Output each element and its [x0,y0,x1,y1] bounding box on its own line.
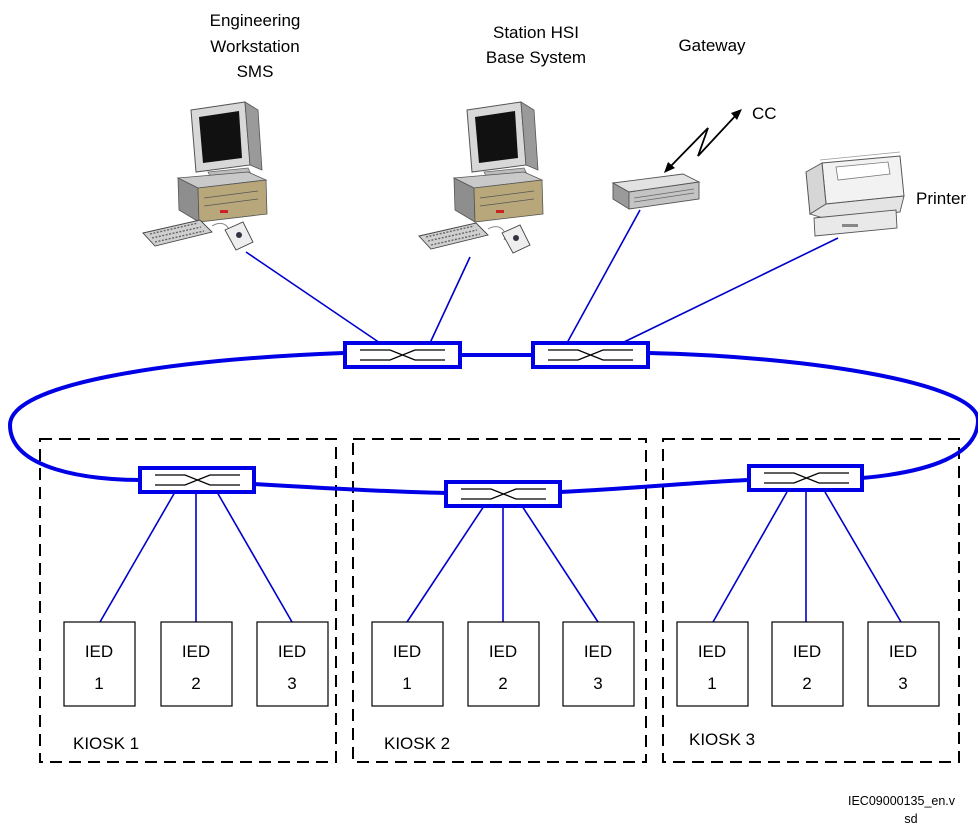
ied-box [467,621,540,707]
link-workstation [245,251,381,344]
ied-box [676,621,749,707]
ied-box [371,621,444,707]
ied-box [562,621,635,707]
ied-number: 2 [498,674,507,693]
engineering-workstation-label: Engineering Workstation SMS [210,11,301,81]
station-hsi-label-line-1: Station HSI [493,23,579,42]
ied-label: IED [85,642,113,661]
printer-icon [805,151,905,237]
kiosk-1-links [99,491,293,623]
ied-number: 3 [898,674,907,693]
link-gateway [566,209,641,344]
ied-number: 2 [191,674,200,693]
kiosk-3-ieds: IED 1 IED 2 IED 3 [676,621,940,707]
network-ring-bottom-left [253,482,447,495]
station-hsi-icon [418,101,544,254]
switch-top-right [531,341,650,369]
engineering-workstation-icon [142,101,268,251]
kiosk-3-box [662,438,960,763]
ied-number: 1 [94,674,103,693]
switch-kiosk-1 [138,466,256,494]
ied-number: 3 [593,674,602,693]
cc-label: CC [752,104,777,123]
ied-label: IED [182,642,210,661]
kiosk-2-label: KIOSK 2 [384,734,450,753]
engineering-workstation-label-line-2: Workstation [210,37,299,56]
switch-kiosk-2 [444,480,562,508]
link-hsi [429,256,471,344]
kiosk-3-label: KIOSK 3 [689,730,755,749]
ied-box [160,621,233,707]
printer-label: Printer [916,189,966,208]
ied-number: 3 [287,674,296,693]
switch-top-left [343,341,462,369]
kiosk-1-box [39,438,337,763]
engineering-workstation-label-line-1: Engineering [210,11,301,30]
ied-number: 2 [802,674,811,693]
ied-label: IED [584,642,612,661]
ied-label: IED [793,642,821,661]
network-ring [7,351,344,482]
ied-label: IED [698,642,726,661]
ied-box [867,621,940,707]
figure-id-line-2: sd [904,812,917,826]
ied-label: IED [889,642,917,661]
comm-link-arrow-icon [664,109,742,173]
kiosk-3-links [712,491,902,623]
station-hsi-label-line-2: Base System [486,48,586,67]
ied-number: 1 [402,674,411,693]
ied-label: IED [393,642,421,661]
kiosk-1-label: KIOSK 1 [73,734,139,753]
ied-box [771,621,844,707]
link-printer [621,237,839,344]
ied-label: IED [489,642,517,661]
kiosk-2-links [406,505,599,623]
ied-number: 1 [707,674,716,693]
kiosk-1-ieds: IED 1 IED 2 IED 3 [63,621,329,707]
network-ring-right [648,351,978,480]
switch-kiosk-3 [747,464,864,492]
engineering-workstation-label-line-3: SMS [237,62,274,81]
ied-box [256,621,329,707]
figure-id-line-1: IEC09000135_en.v [848,794,956,808]
station-hsi-label: Station HSI Base System [486,23,586,67]
gateway-icon [611,173,701,210]
kiosk-2-box [352,438,647,763]
gateway-label: Gateway [678,36,746,55]
network-ring-bottom-right [559,478,750,494]
ied-box [63,621,136,707]
kiosk-2-ieds: IED 1 IED 2 IED 3 [371,621,635,707]
ied-label: IED [278,642,306,661]
